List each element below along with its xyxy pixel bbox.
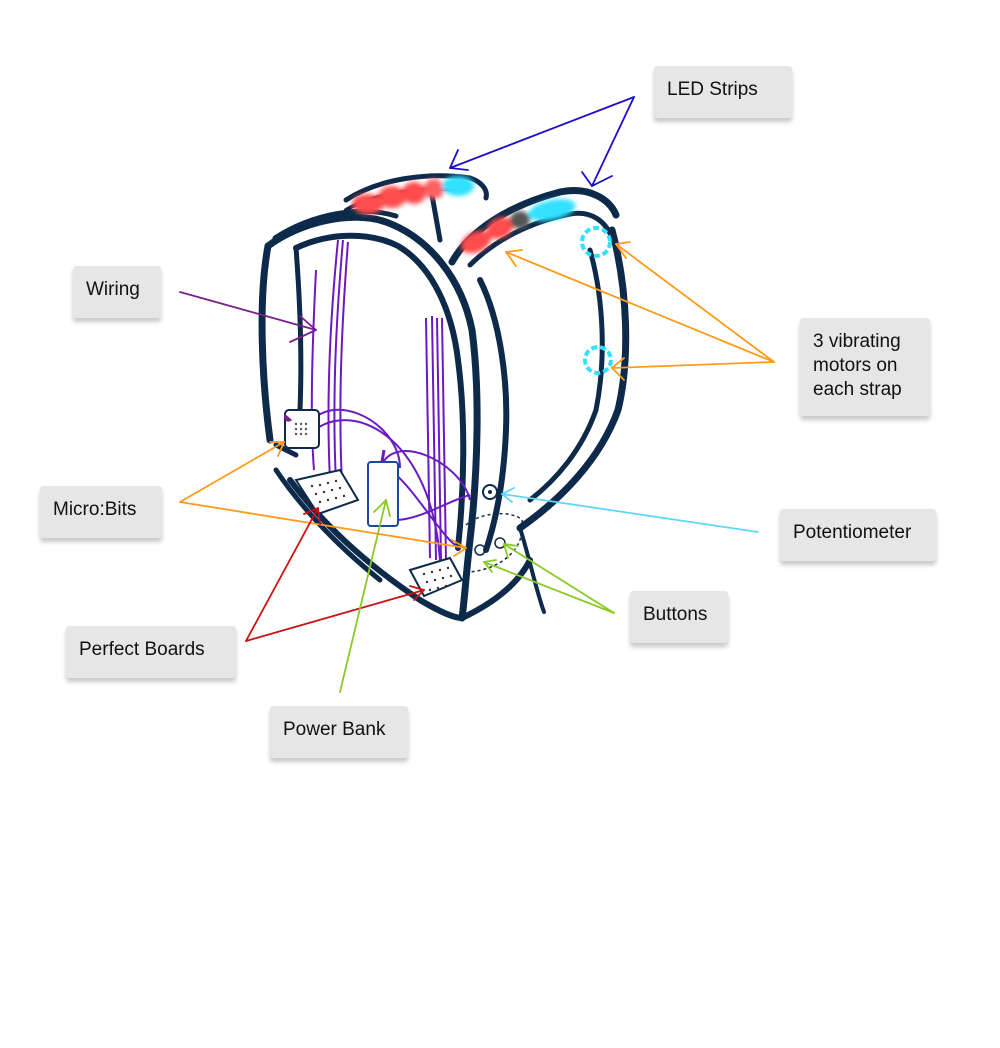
arrow-power-bank bbox=[339, 499, 391, 693]
led-segment bbox=[460, 230, 492, 254]
label-micro-bits: Micro:Bits bbox=[40, 486, 162, 538]
arrow-perfect-boards bbox=[245, 507, 425, 642]
vibrating-motor bbox=[583, 345, 613, 375]
button-icon bbox=[474, 544, 486, 556]
label-potentiometer: Potentiometer bbox=[780, 509, 936, 561]
potentiometer-knob bbox=[482, 484, 498, 500]
led-segment bbox=[510, 211, 530, 229]
label-led-strips: LED Strips bbox=[654, 66, 792, 118]
led-segment bbox=[378, 186, 406, 208]
led-segment bbox=[424, 179, 444, 199]
button-panel bbox=[465, 512, 524, 573]
arrow-led-strips bbox=[449, 96, 635, 187]
micro-bit bbox=[284, 409, 320, 449]
perfect-board bbox=[294, 468, 360, 516]
led-segment bbox=[352, 194, 384, 214]
label-wiring: Wiring bbox=[73, 266, 161, 318]
label-power-bank: Power Bank bbox=[270, 706, 408, 758]
led-segment bbox=[442, 176, 474, 196]
led-strip-front bbox=[460, 199, 576, 254]
wiring bbox=[299, 239, 471, 561]
led-segment bbox=[528, 199, 576, 221]
button-icon bbox=[494, 537, 506, 549]
label-buttons: Buttons bbox=[630, 591, 728, 643]
arrow-buttons bbox=[483, 543, 615, 614]
led-segment bbox=[486, 217, 514, 239]
led-strip-top bbox=[352, 176, 474, 214]
label-perfect-boards: Perfect Boards bbox=[66, 626, 236, 678]
arrow-micro-bits bbox=[179, 441, 467, 557]
perfect-board bbox=[408, 556, 464, 598]
arrow-wiring bbox=[179, 291, 317, 343]
label-vibrating-motors: 3 vibrating motors on each strap bbox=[800, 318, 930, 416]
vibrating-motor bbox=[580, 226, 612, 258]
arrow-potentiometer bbox=[501, 487, 759, 533]
arrow-vibrating-motors bbox=[505, 241, 775, 381]
led-segment bbox=[402, 182, 426, 204]
